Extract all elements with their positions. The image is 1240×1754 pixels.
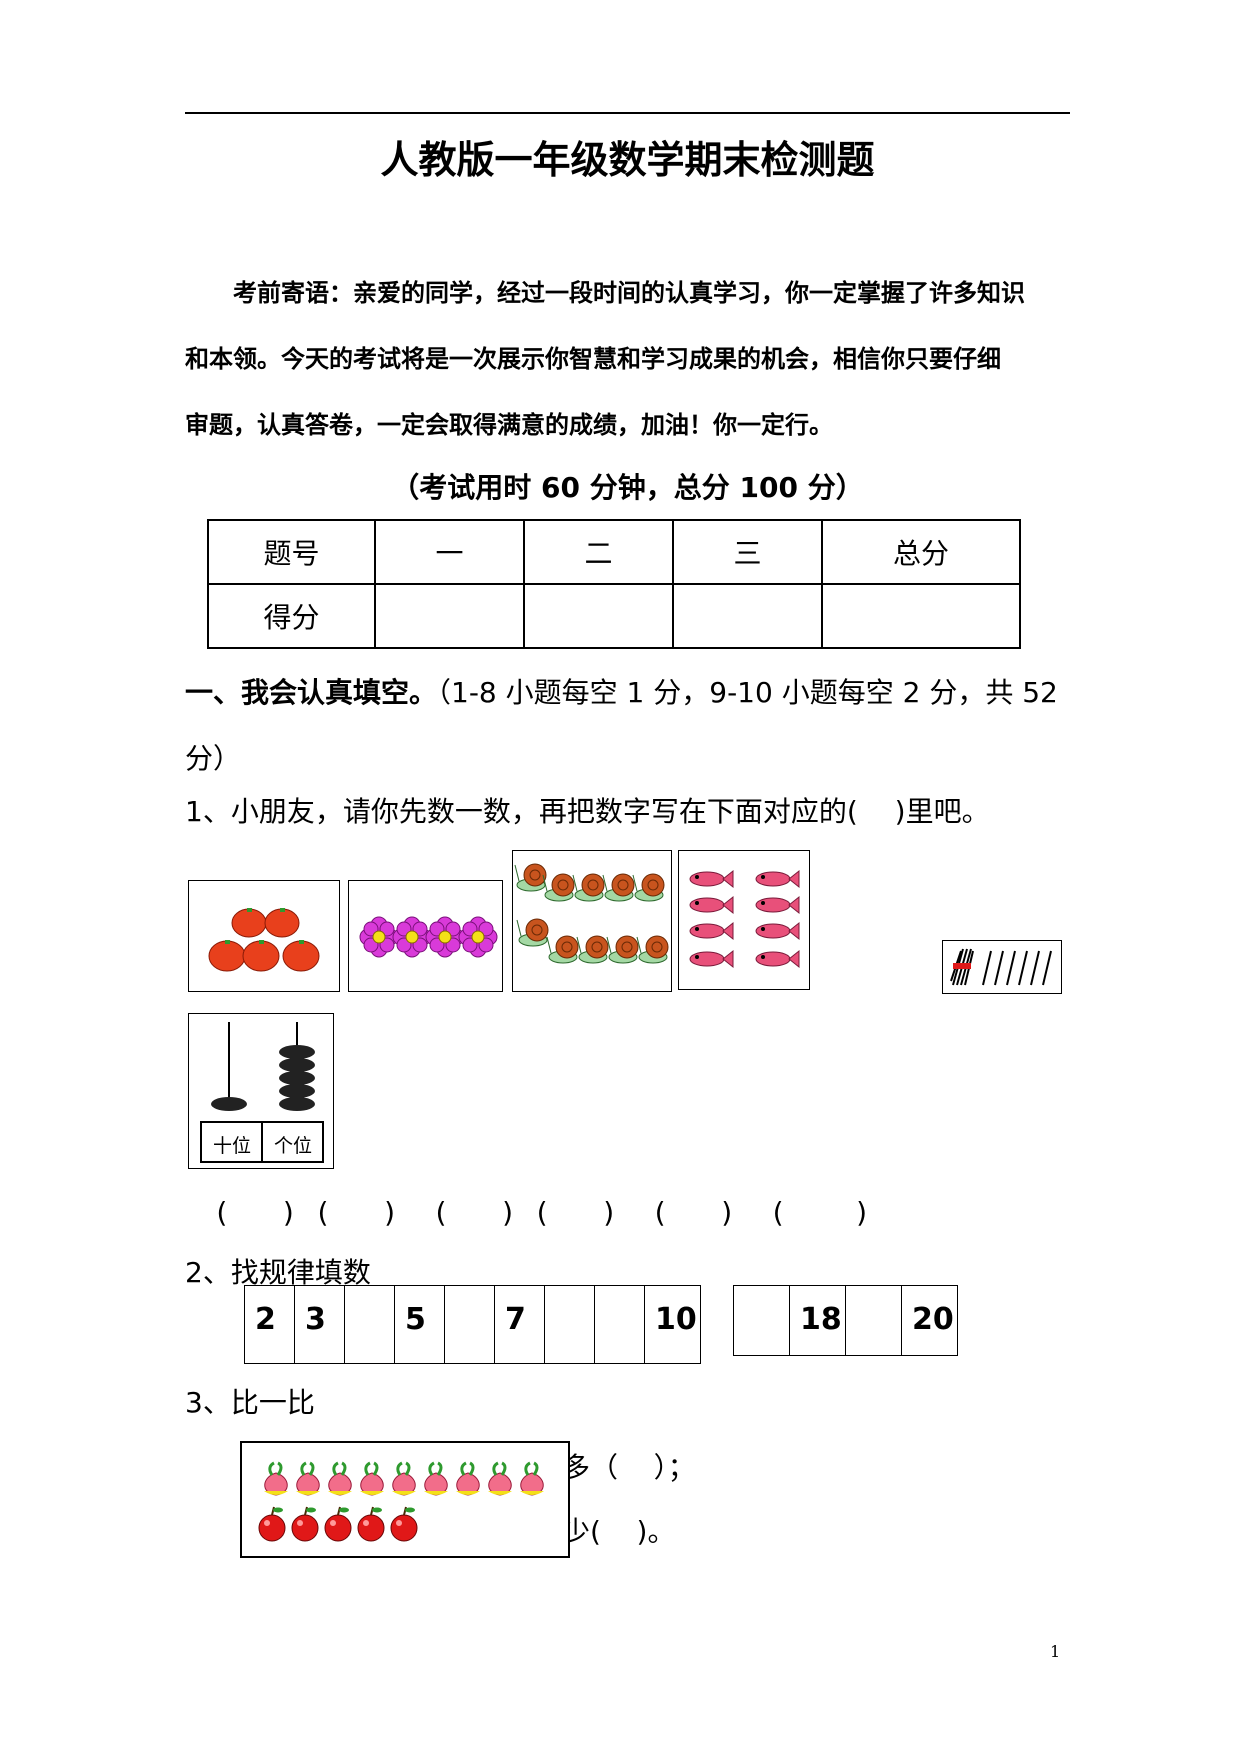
score-header-cell: 一 — [374, 519, 525, 585]
score-table: 题号 一 二 三 总分 得分 — [207, 519, 1021, 649]
intro-line-1: 考前寄语：亲爱的同学，经过一段时间的认真学习，你一定掌握了许多知识 — [233, 279, 1025, 307]
sequence-cell: 3 — [294, 1285, 345, 1364]
intro-line-3: 审题，认真答卷，一定会取得满意的成绩，加油！你一定行。 — [185, 411, 833, 439]
score-cell[interactable] — [821, 583, 1021, 649]
sequence-blank-cell[interactable] — [594, 1285, 645, 1364]
compare-less-line[interactable]: 少( )。 — [562, 1515, 676, 1548]
sequence-cell: 10 — [644, 1285, 701, 1364]
sequence-table-1: 2 3 5 7 10 — [244, 1285, 701, 1364]
score-header-cell: 二 — [523, 519, 674, 585]
snail-icon — [514, 863, 669, 964]
score-cell[interactable] — [672, 583, 823, 649]
tomato-picture — [188, 880, 340, 992]
sequence-cell: 18 — [789, 1285, 846, 1356]
question-2-text: 2、找规律填数 — [185, 1256, 371, 1289]
fish-icon — [689, 869, 800, 968]
sequence-blank-cell[interactable] — [544, 1285, 595, 1364]
sequence-blank-cell[interactable] — [845, 1285, 902, 1356]
score-cell[interactable] — [523, 583, 674, 649]
section-1-note: （1-8 小题每空 1 分，9-10 小题每空 2 分，共 52 分） — [185, 676, 1058, 775]
sequence-cell: 7 — [494, 1285, 545, 1364]
score-cell[interactable] — [374, 583, 525, 649]
intro-line-2: 和本领。今天的考试将是一次展示你智慧和学习成果的机会，相信你只要仔细 — [185, 345, 1001, 373]
abacus-icon — [200, 1022, 324, 1163]
section-1-title: 一、我会认真填空。 — [185, 676, 438, 709]
abacus-picture: 十位 个位 — [188, 1013, 334, 1169]
compare-picture — [240, 1441, 570, 1558]
sequence-blank-cell[interactable] — [733, 1285, 790, 1356]
score-header-cell: 总分 — [821, 519, 1021, 585]
score-header-cell: 三 — [672, 519, 823, 585]
sequence-table-2: 18 20 — [733, 1285, 958, 1356]
score-table-header-row: 题号 一 二 三 总分 — [207, 519, 1021, 585]
sticks-picture — [942, 940, 1062, 994]
sequence-blank-cell[interactable] — [344, 1285, 395, 1364]
intro-paragraph: 考前寄语：亲爱的同学，经过一段时间的认真学习，你一定掌握了许多知识 和本领。今天… — [185, 260, 1070, 458]
sequence-blank-cell[interactable] — [444, 1285, 495, 1364]
score-header-cell: 题号 — [207, 519, 376, 585]
page-number: 1 — [1050, 1642, 1061, 1661]
sequence-cell: 5 — [394, 1285, 445, 1364]
tomato-icon — [208, 908, 320, 972]
page-title: 人教版一年级数学期末检测题 — [380, 138, 875, 182]
question-1-text: 1、小朋友，请你先数一数，再把数字写在下面对应的( )里吧。 — [185, 795, 990, 828]
question-3-text: 3、比一比 — [185, 1386, 315, 1419]
score-table-row: 得分 — [207, 583, 1021, 649]
flower-icon — [359, 916, 498, 958]
abacus-tens-label: 十位 — [212, 1135, 251, 1157]
header-rule — [185, 112, 1070, 114]
question-1-answer-row[interactable]: ( ) ( ) ( ) ( ) ( ) ( ) — [213, 1196, 871, 1229]
compare-more-line[interactable]: 多（ ）； — [562, 1451, 696, 1484]
score-row-label: 得分 — [207, 583, 376, 649]
apple-icon — [258, 1506, 418, 1542]
fish-picture — [678, 850, 810, 990]
snail-picture — [512, 850, 672, 992]
exam-time-note: （考试用时 60 分钟，总分 100 分） — [391, 471, 864, 504]
abacus-ones-label: 个位 — [273, 1135, 312, 1157]
stick-bundle-icon — [950, 948, 1052, 986]
peach-icon — [264, 1461, 546, 1497]
section-1-heading: 一、我会认真填空。（1-8 小题每空 1 分，9-10 小题每空 2 分，共 5… — [185, 660, 1070, 792]
sequence-cell: 20 — [901, 1285, 958, 1356]
sequence-cell: 2 — [244, 1285, 295, 1364]
flower-picture — [348, 880, 503, 992]
